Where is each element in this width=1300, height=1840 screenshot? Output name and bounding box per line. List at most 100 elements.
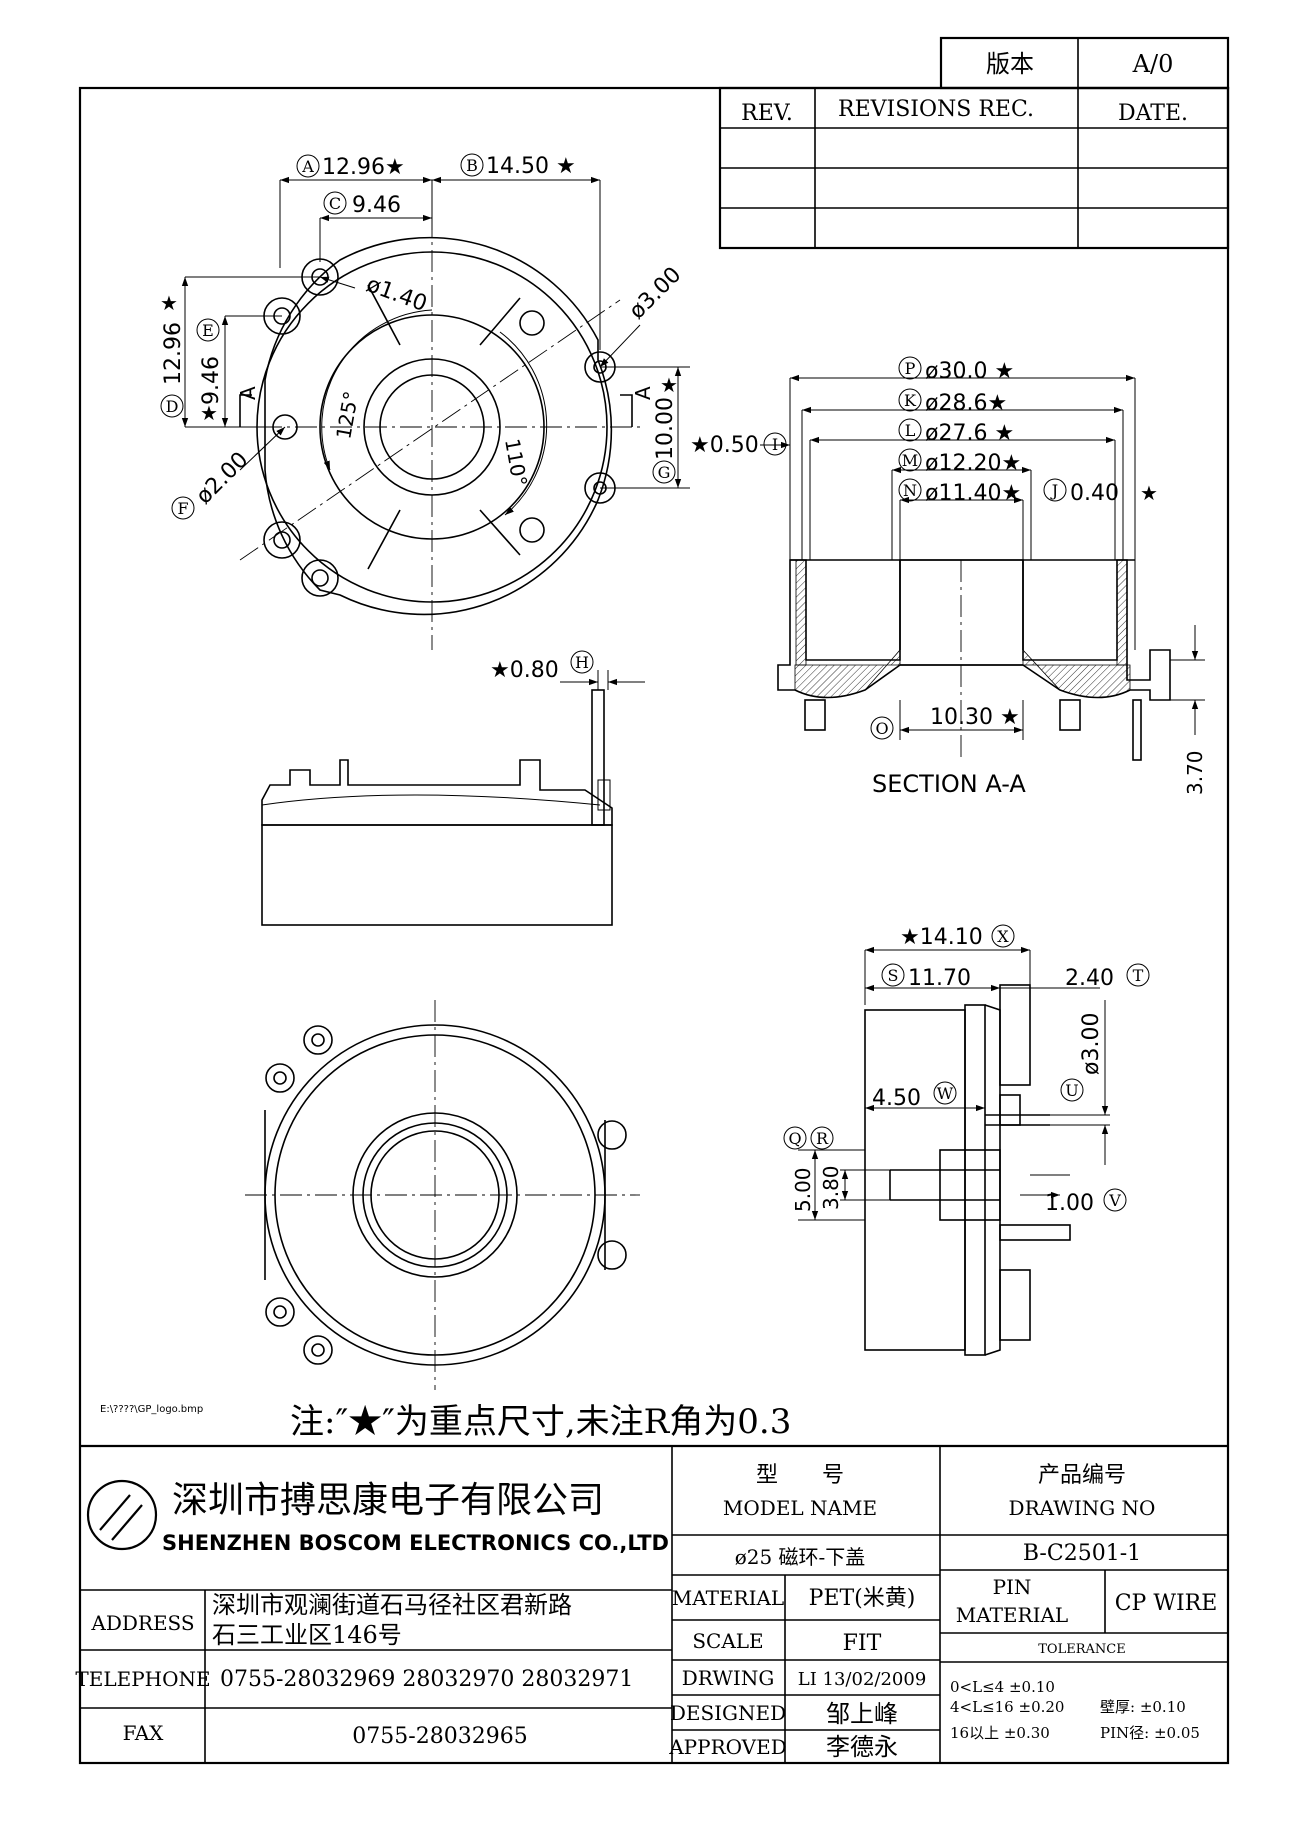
drawing-label-en: DRAWING NO [1009,1496,1156,1520]
designed-label: DESIGNED [670,1701,786,1725]
telephone-label: TELEPHONE [75,1667,210,1691]
drawing-label-cn: 产品编号 [1038,1463,1126,1488]
logo-path: E:\????\GP_logo.bmp [100,1404,203,1415]
dim-i: ★0.50 [690,433,759,458]
dim-x: ★14.10 [900,925,983,950]
material-value: PET(米黄) [809,1586,916,1611]
callout-t: T [1133,966,1144,985]
callout-p: P [905,359,916,378]
scale-value: FIT [843,1631,882,1656]
dim-l: ø27.6 ★ [925,421,1014,446]
dim-v: 1.00 [1045,1191,1094,1216]
fax-value: 0755-28032965 [352,1724,527,1749]
telephone-value: 0755-28032969 28032970 28032971 [220,1667,633,1692]
dim-k: ø28.6★ [925,391,1007,416]
callout-m: M [902,451,918,470]
dim-d: 12.96 [161,322,186,385]
callout-x: X [997,927,1009,946]
dia-pin: ø1.40 [363,272,430,317]
callout-v: V [1108,1191,1121,1210]
dia-f: ø2.00 [192,447,254,509]
company-name-cn: 深圳市搏思康电子有限公司 [172,1480,604,1521]
callout-u: U [1065,1081,1078,1100]
version-label: 版本 [986,50,1034,78]
drawing-value: B-C2501-1 [1023,1541,1141,1566]
callout-c: C [329,194,341,213]
approved-value: 李德永 [826,1733,898,1761]
dim-m: ø12.20★ [925,451,1021,476]
drawing-note: 注:″★″为重点尺寸,未注R角为0.3 [290,1402,791,1442]
dim-a: 12.96★ [322,155,405,180]
company-name-en: SHENZHEN BOSCOM ELECTRONICS CO.,LTD [162,1531,669,1555]
callout-h: H [575,653,589,672]
dim-r: 3.80 [819,1165,843,1210]
date-header: DATE. [1118,101,1188,126]
callout-d: D [166,397,179,416]
dim-p: ø30.0 ★ [925,359,1014,384]
callout-b: B [466,156,478,175]
dim-u: ø3.00 [1079,1013,1104,1075]
angle-right: 110° [500,437,532,489]
dim-s: 11.70 [908,966,971,991]
model-label-en: MODEL NAME [723,1496,877,1520]
side-view: ★14.10 X S 11.70 2.40 T ø3.00 U 4.50 W 5… [783,924,1150,1356]
section-mark-left: A [236,386,260,400]
material-label: MATERIAL [672,1586,784,1610]
callout-q: Q [788,1129,801,1148]
address-label: ADDRESS [90,1611,194,1635]
dim-height: 3.70 [1183,750,1207,795]
dim-j: 0.40 [1070,481,1119,506]
section-view: P ø30.0 ★ K ø28.6★ L ø27.6 ★ M ø12.20★ N… [690,356,1207,798]
address-line2: 石三工业区146号 [212,1621,402,1649]
dim-e: 9.46 [199,356,224,405]
svg-text:★: ★ [1140,481,1158,505]
dim-q: 5.00 [791,1167,815,1212]
drawing-by-value: LI 13/02/2009 [798,1669,927,1690]
svg-text:★: ★ [660,373,678,397]
callout-l: L [905,421,916,440]
bottom-view [245,1000,640,1390]
pin-material-label-1: PIN [993,1575,1032,1599]
callout-o: O [875,719,888,738]
tolerance-3: 16以上 ±0.30 [950,1724,1050,1742]
section-mark-right: A [631,386,655,400]
model-value: ø25 磁环-下盖 [735,1545,866,1569]
approved-label: APPROVED [668,1735,787,1759]
callout-f: F [177,499,188,518]
dim-n: ø11.40★ [925,481,1021,506]
dim-w: 4.50 [872,1086,921,1111]
dim-h: ★0.80 [490,658,559,683]
tolerance-1: 0<L≤4 ±0.10 [950,1678,1055,1696]
address-line1: 深圳市观澜街道石马径社区君新路 [212,1591,572,1619]
callout-s: S [888,966,899,985]
sheet-border [78,86,1230,1765]
callout-j: J [1050,481,1058,500]
title-block: 深圳市搏思康电子有限公司 SHENZHEN BOSCOM ELECTRONICS… [75,1444,1228,1763]
tolerance-label: TOLERANCE [1038,1642,1125,1657]
pin-material-value: CP WIRE [1115,1591,1218,1616]
model-label-cn: 型 号 [756,1463,844,1488]
version-value: A/0 [1132,50,1174,78]
dim-c: 9.46 [352,193,401,218]
dia-hole: ø3.00 [625,262,687,324]
revision-block: 版本 A/0 REV. REVISIONS REC. DATE. [718,36,1230,250]
company-logo [86,1479,158,1551]
top-view: 125° 110° A 12.96★ B 14.50 ★ C 9.46 12.9… [160,153,690,650]
callout-g: G [658,463,671,482]
dim-t: 2.40 [1065,966,1114,991]
tolerance-pin: PIN径: ±0.05 [1100,1724,1200,1742]
front-view: ★0.80 H [261,650,645,926]
section-title: SECTION A-A [872,770,1026,798]
drawing-by-label: DRWING [682,1666,775,1690]
callout-w: W [937,1084,954,1103]
callout-r: R [816,1129,829,1148]
pin-material-label-2: MATERIAL [956,1603,1068,1627]
dim-b: 14.50 ★ [486,154,576,179]
svg-text:★: ★ [160,291,178,315]
callout-k: K [904,391,917,410]
callout-n: N [903,481,917,500]
fax-label: FAX [123,1721,165,1745]
rev-header: REV. [741,101,793,126]
scale-label: SCALE [692,1629,763,1653]
